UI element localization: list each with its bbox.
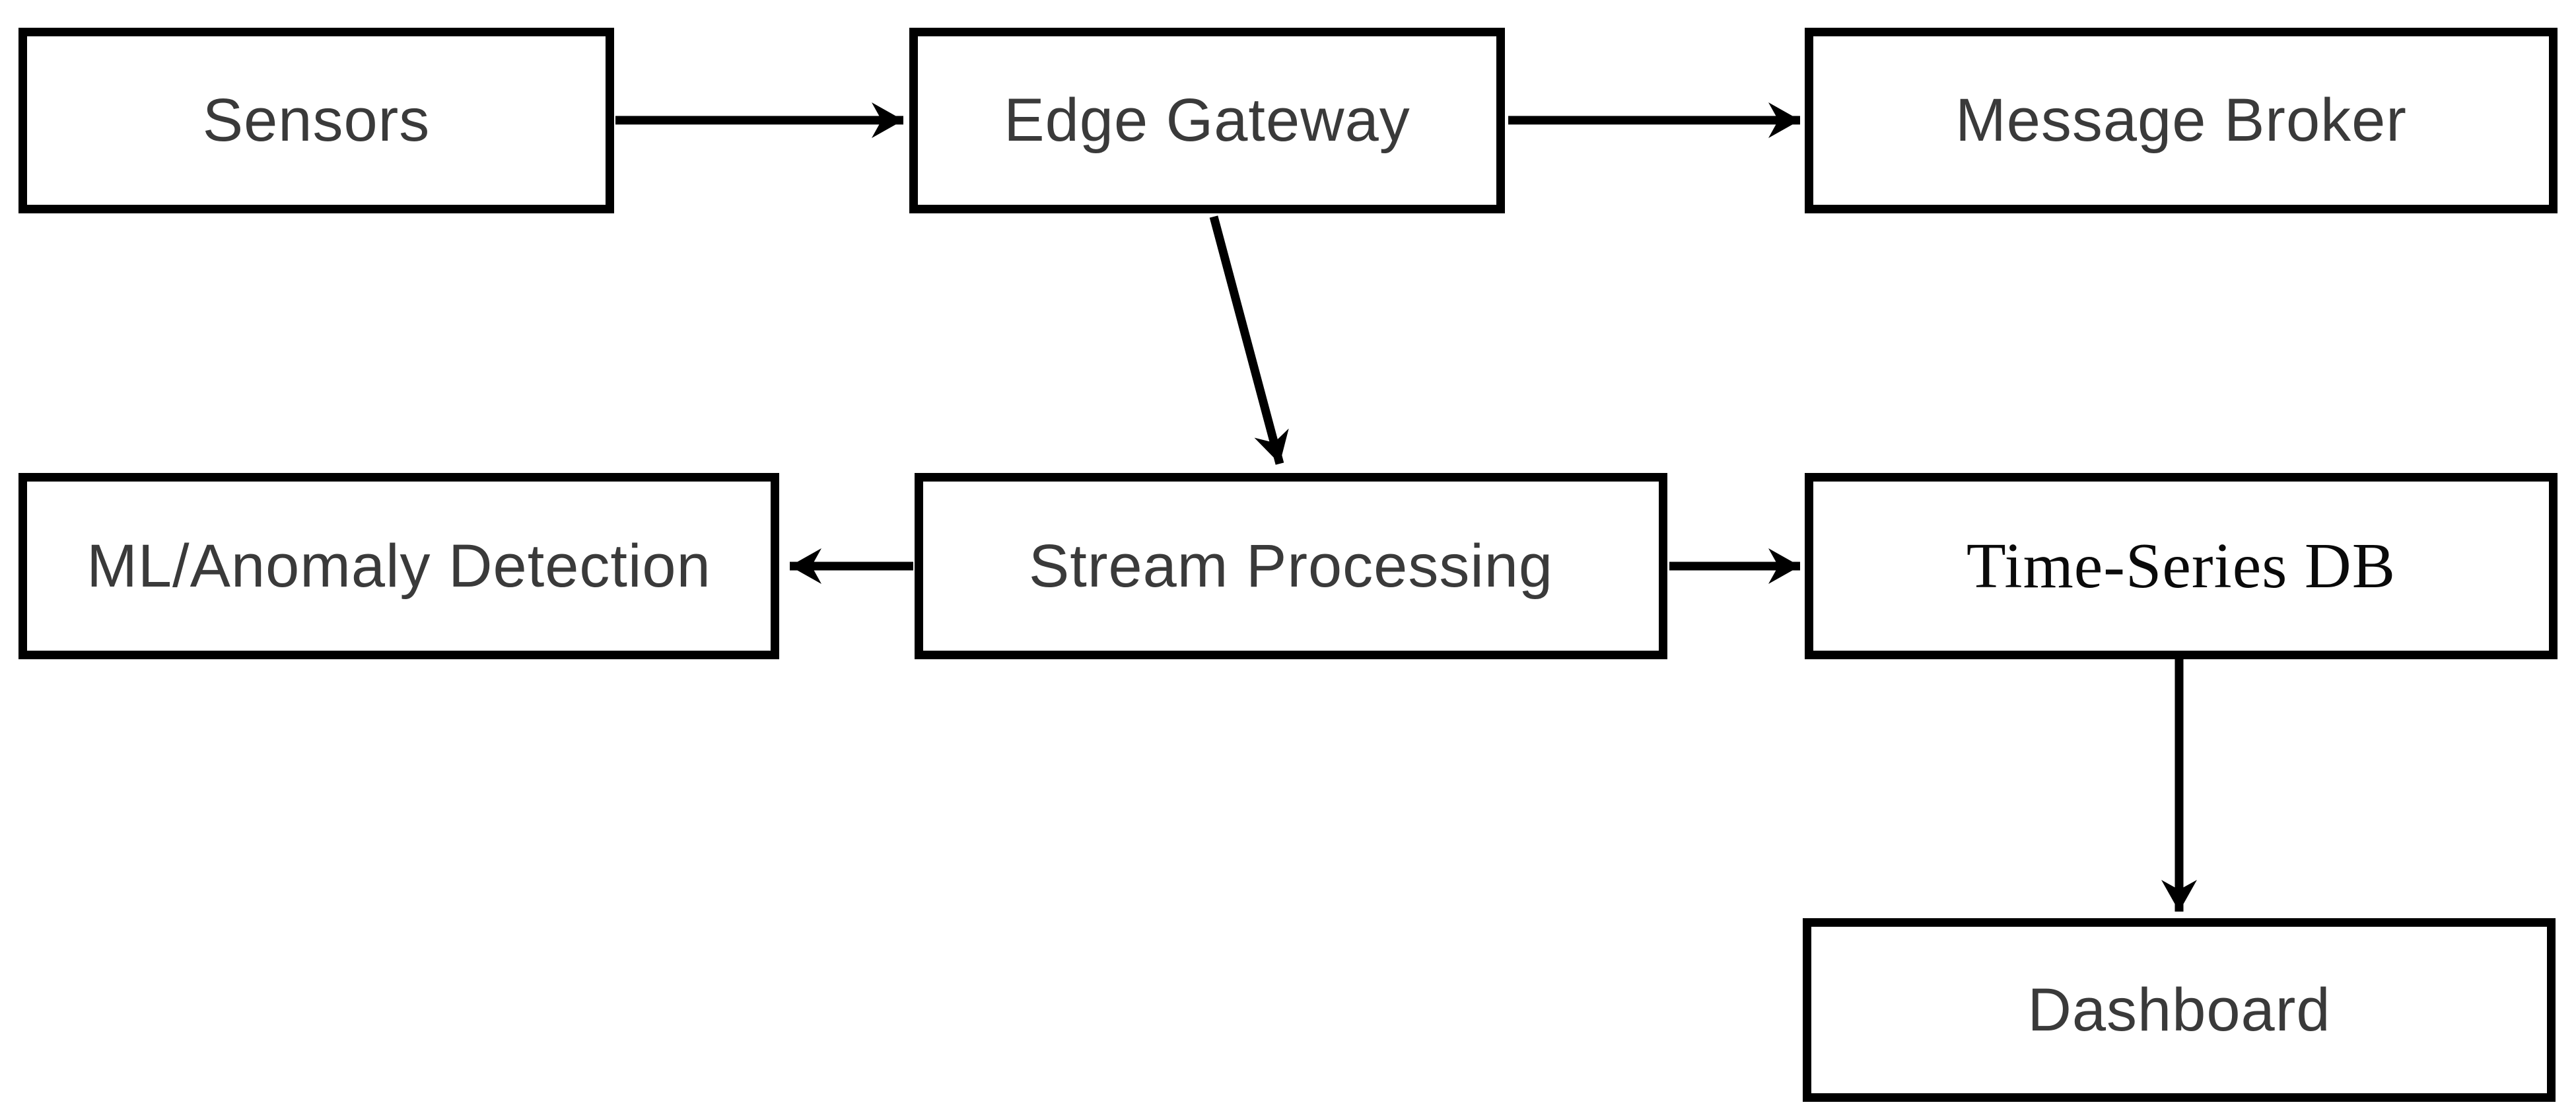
node-timeseries-db: Time-Series DB <box>1805 473 2558 659</box>
node-edge-gateway: Edge Gateway <box>909 28 1505 213</box>
node-timeseries-db-label: Time-Series DB <box>1966 530 2396 602</box>
node-sensors: Sensors <box>18 28 614 213</box>
node-stream-processing-label: Stream Processing <box>1028 532 1554 600</box>
node-dashboard: Dashboard <box>1803 918 2556 1102</box>
node-sensors-label: Sensors <box>202 87 431 154</box>
node-ml-anomaly-detection-label: ML/Anomaly Detection <box>87 532 711 600</box>
node-message-broker: Message Broker <box>1805 28 2558 213</box>
node-ml-anomaly-detection: ML/Anomaly Detection <box>18 473 779 659</box>
node-edge-gateway-label: Edge Gateway <box>1004 87 1410 154</box>
node-dashboard-label: Dashboard <box>2027 976 2331 1044</box>
arrow-edge-gateway-to-stream-processing <box>1209 215 1289 465</box>
node-stream-processing: Stream Processing <box>915 473 1667 659</box>
node-message-broker-label: Message Broker <box>1955 87 2407 154</box>
